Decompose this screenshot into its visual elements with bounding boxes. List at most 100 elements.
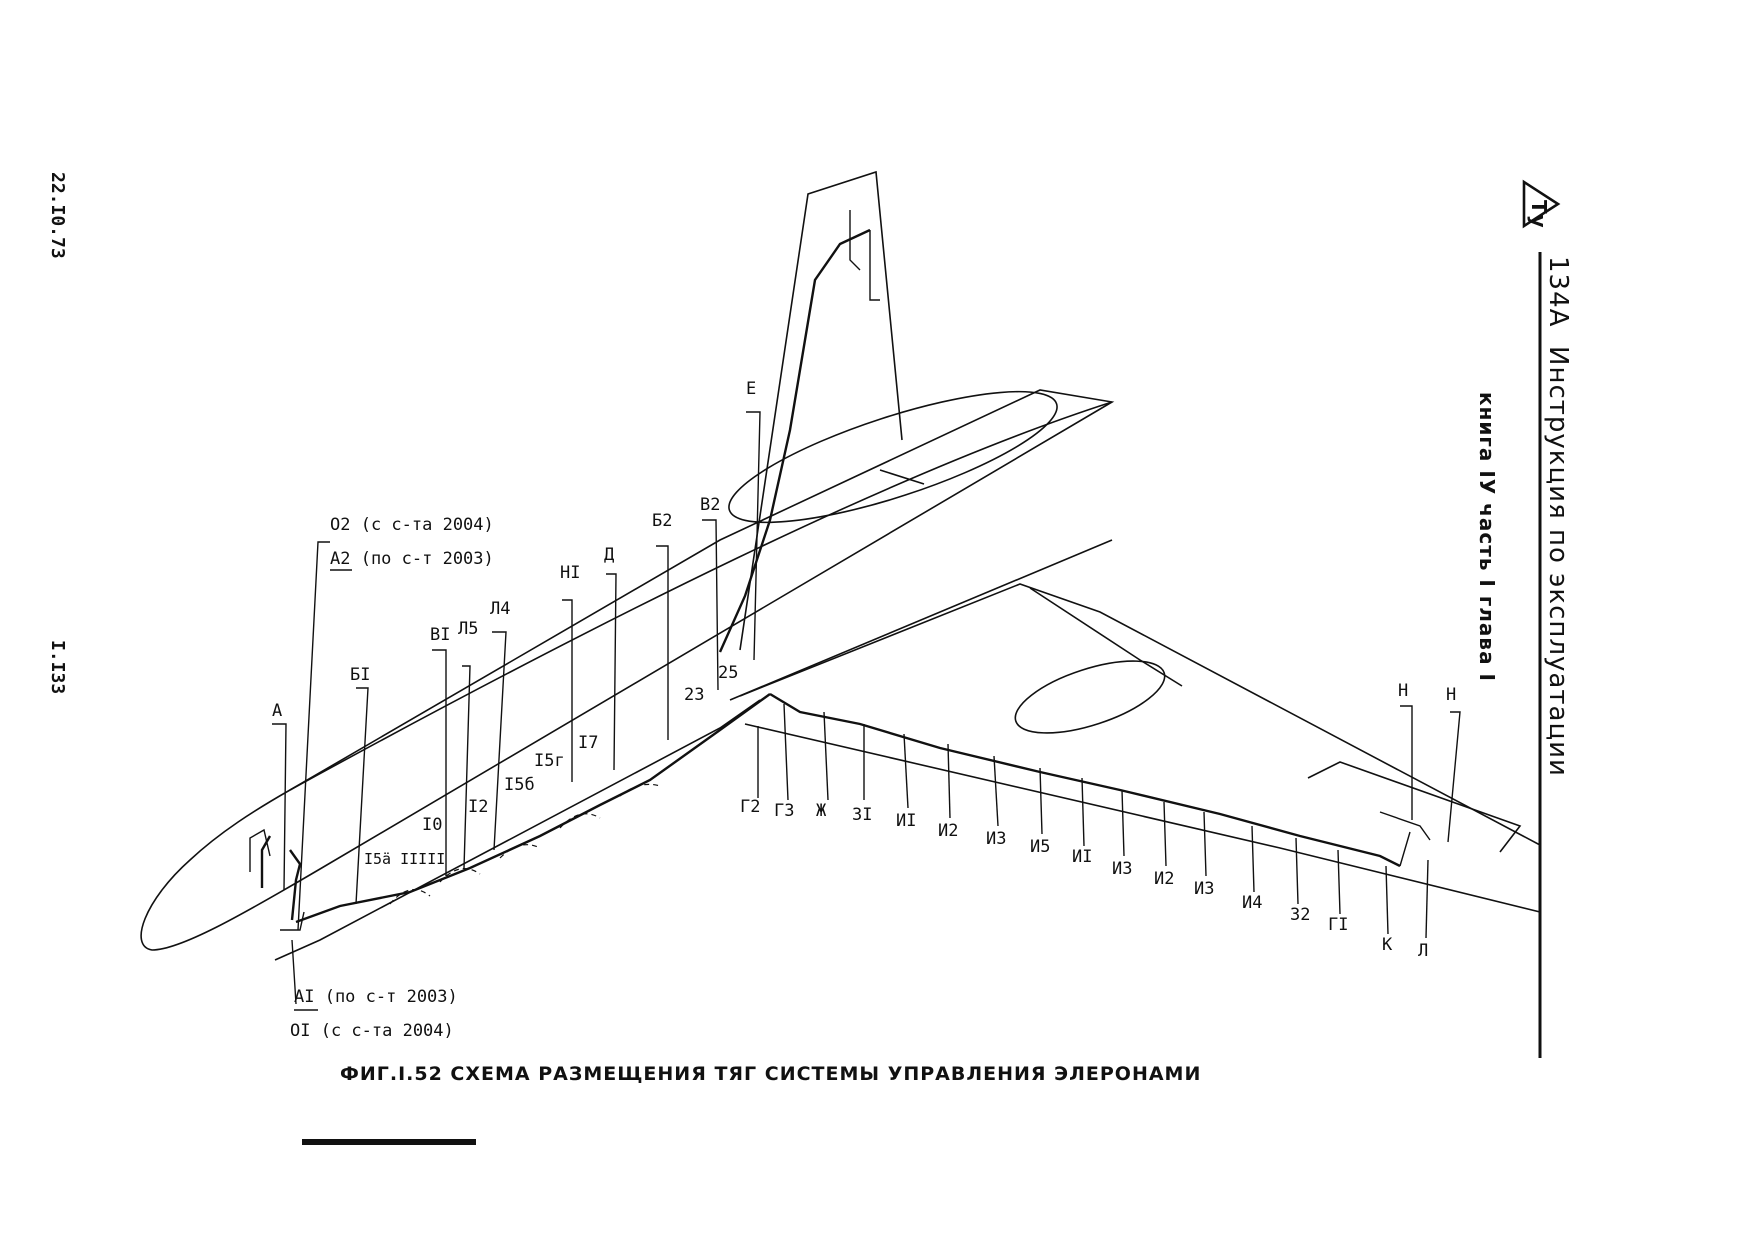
leader-g1 [1337, 849, 1341, 915]
logo-text: Ту [1527, 200, 1551, 229]
fin-control-rod [718, 228, 871, 653]
label-l4: Л4 [490, 599, 510, 619]
margin-date: 22.I0.73 [47, 172, 68, 259]
label-i4: И4 [1242, 893, 1262, 913]
leader-l5 [462, 665, 471, 869]
fuselage-lower-line [274, 699, 761, 961]
leader-d [606, 573, 617, 771]
leader-o2 [297, 541, 330, 931]
engine-nacelle [1014, 660, 1166, 734]
label-a1: AI (по с-т 2003) [294, 987, 458, 1007]
label-g3: Г3 [774, 801, 794, 821]
label-d: Д [604, 545, 614, 565]
wing-trailing-edge [744, 723, 1541, 913]
label-i3b: И3 [1112, 859, 1132, 879]
figure-caption: ФИГ.I.52 СХЕМА РАЗМЕЩЕНИЯ ТЯГ СИСТЕМЫ УП… [340, 1063, 1201, 1085]
label-o2: O2 (с с-та 2004) [330, 515, 494, 535]
label-23: 23 [684, 685, 704, 705]
leader-i1b [1081, 777, 1085, 847]
margin-page-number: I.I33 [47, 640, 68, 694]
leader-l4 [492, 631, 507, 851]
label-i2: И2 [938, 821, 958, 841]
label-g1: ГI [1328, 915, 1348, 935]
label-15g: I5г [534, 751, 565, 771]
leader-zh [823, 711, 829, 801]
cockpit-control-column [260, 835, 302, 921]
fin-bracket-upper [849, 210, 880, 301]
leader-n-right [1447, 711, 1461, 843]
fuselage-upper-line [289, 401, 1113, 791]
leader-l [1425, 859, 1429, 939]
wing-root-line [1029, 587, 1183, 687]
label-e: Е [746, 379, 756, 399]
leader-e [746, 411, 761, 661]
label-i2b: И2 [1154, 869, 1174, 889]
label-n-right: Н [1446, 685, 1456, 705]
leader-i2b [1163, 801, 1167, 867]
header-subtitle: книга IУ часть I глава I [1475, 392, 1499, 682]
label-o1: OI (с с-та 2004) [290, 1021, 454, 1041]
cockpit-bracket [249, 828, 305, 931]
label-k: К [1382, 935, 1393, 955]
label-z2: З2 [1290, 905, 1310, 925]
label-17: I7 [578, 733, 598, 753]
label-g2: Г2 [740, 797, 760, 817]
header-block: Ту 134А Инструкция по эксплуатации книга… [1475, 179, 1573, 1058]
label-b2: Б2 [652, 511, 672, 531]
label-n1: НI [560, 563, 580, 583]
leader-i1 [903, 733, 909, 809]
leader-n-left [1400, 705, 1413, 820]
leader-i3c [1203, 811, 1207, 877]
margin-date-block: 22.I0.73 [47, 172, 68, 259]
leader-b2 [656, 545, 669, 740]
fuselage-control-rod [295, 693, 771, 924]
label-i5: И5 [1030, 837, 1050, 857]
logo-triangle [1522, 179, 1561, 229]
label-10: I0 [422, 815, 442, 835]
leader-g3 [783, 703, 789, 801]
label-z1: ЗI [852, 805, 872, 825]
leader-i2 [947, 743, 951, 819]
leader-i3b [1121, 789, 1125, 857]
label-12: I2 [468, 797, 488, 817]
label-v1: ВI [430, 625, 450, 645]
wing-rod-tail [1379, 811, 1431, 867]
label-i1: ИI [896, 811, 916, 831]
leader-a [272, 723, 287, 891]
label-v2: В2 [700, 495, 720, 515]
header-model: 134А [1543, 256, 1573, 327]
leader-i3 [993, 755, 999, 827]
fuselage-aft-line [729, 539, 1113, 701]
label-a: А [272, 701, 282, 721]
margin-page-block: I.I33 [47, 640, 68, 694]
leader-b1 [355, 687, 369, 905]
leader-n1 [562, 599, 573, 782]
fuselage-outline [140, 389, 1115, 951]
leader-z2 [1295, 837, 1299, 905]
wing-control-rod [769, 692, 1401, 868]
label-l: Л [1418, 941, 1428, 961]
label-15b: I5б [504, 775, 535, 795]
label-n-left: Н [1398, 681, 1408, 701]
leader-v1 [432, 649, 447, 876]
label-b1: БI [350, 665, 370, 685]
leader-a1 [291, 939, 297, 1005]
label-a2: A2 (по с-т 2003) [330, 549, 494, 569]
logo: Ту [1522, 179, 1561, 229]
leader-i4 [1251, 825, 1255, 893]
label-i1b: ИI [1072, 847, 1092, 867]
label-dense-marks: I5ä IIIII [364, 850, 445, 868]
label-25: 25 [718, 663, 738, 683]
label-i3: И3 [986, 829, 1006, 849]
stabilizer-ellipse [728, 390, 1058, 524]
fuselage-frame-marks [389, 783, 661, 905]
label-zh: Ж [816, 801, 827, 821]
aileron-outline [1307, 761, 1522, 853]
stabilizer-root [879, 469, 925, 485]
wing-leading-edge [739, 583, 1541, 872]
leader-k [1385, 865, 1389, 935]
header-title: Инструкция по эксплуатации [1543, 346, 1573, 777]
label-i3c: И3 [1194, 879, 1214, 899]
